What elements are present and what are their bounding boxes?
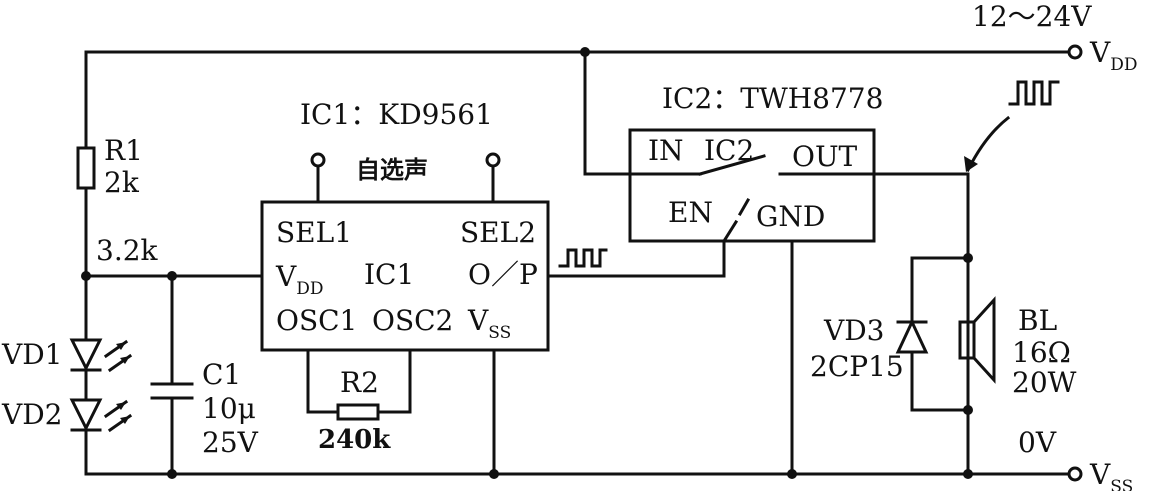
bl-impedance: 16Ω <box>1012 336 1071 369</box>
r2-resistor <box>336 403 380 421</box>
bl-speaker-icon <box>958 296 996 384</box>
r1-value: 2k <box>104 166 140 199</box>
ic1-vdd-pin: VDD <box>275 260 324 299</box>
vd3-diode <box>895 318 929 354</box>
bl-power: 20W <box>1012 366 1077 399</box>
supply-voltage-label: 12～24V <box>972 0 1092 33</box>
r1-name: R1 <box>104 134 143 167</box>
r2-value: 240k <box>318 425 391 455</box>
vd1-led <box>69 338 133 373</box>
vss-label: VSS <box>1089 458 1133 491</box>
ic2-en-pin: EN <box>668 196 713 229</box>
terminals <box>310 44 1083 482</box>
ic2-name: IC2 <box>704 134 754 167</box>
vd2-label: VD2 <box>1 398 62 431</box>
ic2-box <box>628 128 876 243</box>
ic1-name: IC1 <box>364 258 414 291</box>
node-voltage-label: 3.2k <box>96 234 159 267</box>
ic1-vss-pin: VSS <box>467 304 511 343</box>
ic2-in-pin: IN <box>648 134 684 167</box>
ic1-op-pin: O／P <box>468 258 538 291</box>
junction-dots <box>81 47 973 479</box>
bl-name: BL <box>1018 304 1057 337</box>
vss-terminal <box>1067 466 1083 482</box>
vd3-type: 2CP15 <box>810 350 904 383</box>
ic1-title: IC1：KD9561 <box>300 98 493 131</box>
ic1-box <box>260 200 550 352</box>
ic2-out-pin: OUT <box>792 140 858 173</box>
c1-capacitor <box>150 382 194 400</box>
vss-voltage-label: 0V <box>1018 426 1057 459</box>
vd2-led <box>69 398 133 433</box>
ic2-control-link <box>721 219 739 244</box>
sel1-terminal <box>310 152 326 168</box>
ic1-select-label: 自选声 <box>356 156 428 184</box>
ic2-control-link-2 <box>737 197 751 217</box>
ic2-title: IC2：TWH8778 <box>662 82 883 115</box>
ic1-osc2-pin: OSC2 <box>372 304 453 337</box>
vdd-terminal <box>1067 44 1083 60</box>
ic1-sel1-pin: SEL1 <box>276 216 352 249</box>
c1-name: C1 <box>202 358 241 391</box>
c1-value: 10μ <box>202 392 256 425</box>
r2-name: R2 <box>340 366 379 399</box>
ic2-gnd-pin: GND <box>756 200 825 233</box>
output-pointer-arrowhead <box>964 156 978 172</box>
output-pulse-icon <box>1008 80 1060 106</box>
op-pulse-icon <box>558 248 608 268</box>
ic1-sel2-pin: SEL2 <box>460 216 536 249</box>
vd1-label: VD1 <box>1 338 62 371</box>
r1-resistor <box>76 146 96 190</box>
ic1-osc1-pin: OSC1 <box>276 304 357 337</box>
vd3-name: VD3 <box>823 314 884 347</box>
c1-voltage: 25V <box>202 426 259 459</box>
vdd-label: VDD <box>1089 36 1138 75</box>
sel2-terminal <box>485 152 501 168</box>
